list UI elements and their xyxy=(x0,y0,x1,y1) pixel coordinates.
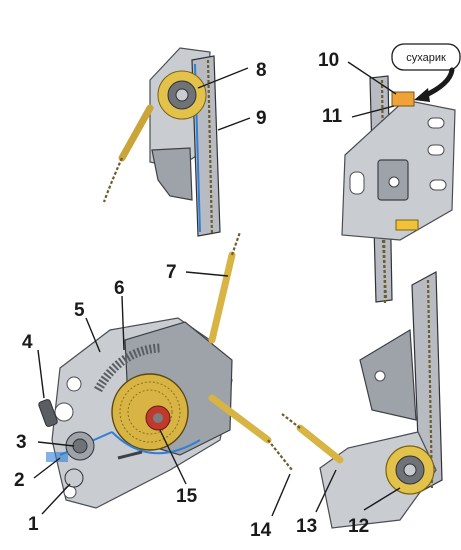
label-13: 13 xyxy=(296,516,317,537)
callout-sukharik: сухарик xyxy=(391,43,461,102)
cable-clamp-block xyxy=(391,91,415,107)
label-15: 15 xyxy=(176,486,198,507)
label-8: 8 xyxy=(256,60,267,81)
handle-shaft xyxy=(38,399,58,427)
callout-label: сухарик xyxy=(406,52,446,64)
label-11: 11 xyxy=(322,106,343,127)
label-2: 2 xyxy=(14,470,25,491)
label-3: 3 xyxy=(16,432,27,453)
part-number-labels: 8 9 10 11 7 6 5 4 3 2 1 15 14 13 12 xyxy=(14,50,369,541)
label-6: 6 xyxy=(114,278,125,299)
lower-cable-sheath-drive xyxy=(208,394,272,444)
label-7: 7 xyxy=(166,262,177,283)
label-5: 5 xyxy=(74,300,85,321)
gear-sector xyxy=(94,343,161,393)
lower-cable-sheath xyxy=(296,424,344,464)
label-12: 12 xyxy=(348,516,369,537)
callout-arrow-icon xyxy=(414,88,430,102)
label-4: 4 xyxy=(22,332,33,353)
glass-holder-assembly xyxy=(341,75,456,306)
lower-pulley-assembly xyxy=(281,271,443,529)
cable-sheaths xyxy=(208,231,293,471)
label-1: 1 xyxy=(28,514,39,535)
label-14: 14 xyxy=(250,520,272,541)
upper-cable-sheath xyxy=(118,104,154,162)
label-10: 10 xyxy=(318,50,339,71)
label-9: 9 xyxy=(256,108,267,129)
upper-cable-sheath-drive xyxy=(208,251,236,344)
drive-mechanism xyxy=(38,317,233,509)
output-bushing xyxy=(64,468,84,488)
upper-pulley-assembly xyxy=(102,47,221,237)
leader-lines xyxy=(33,61,401,517)
